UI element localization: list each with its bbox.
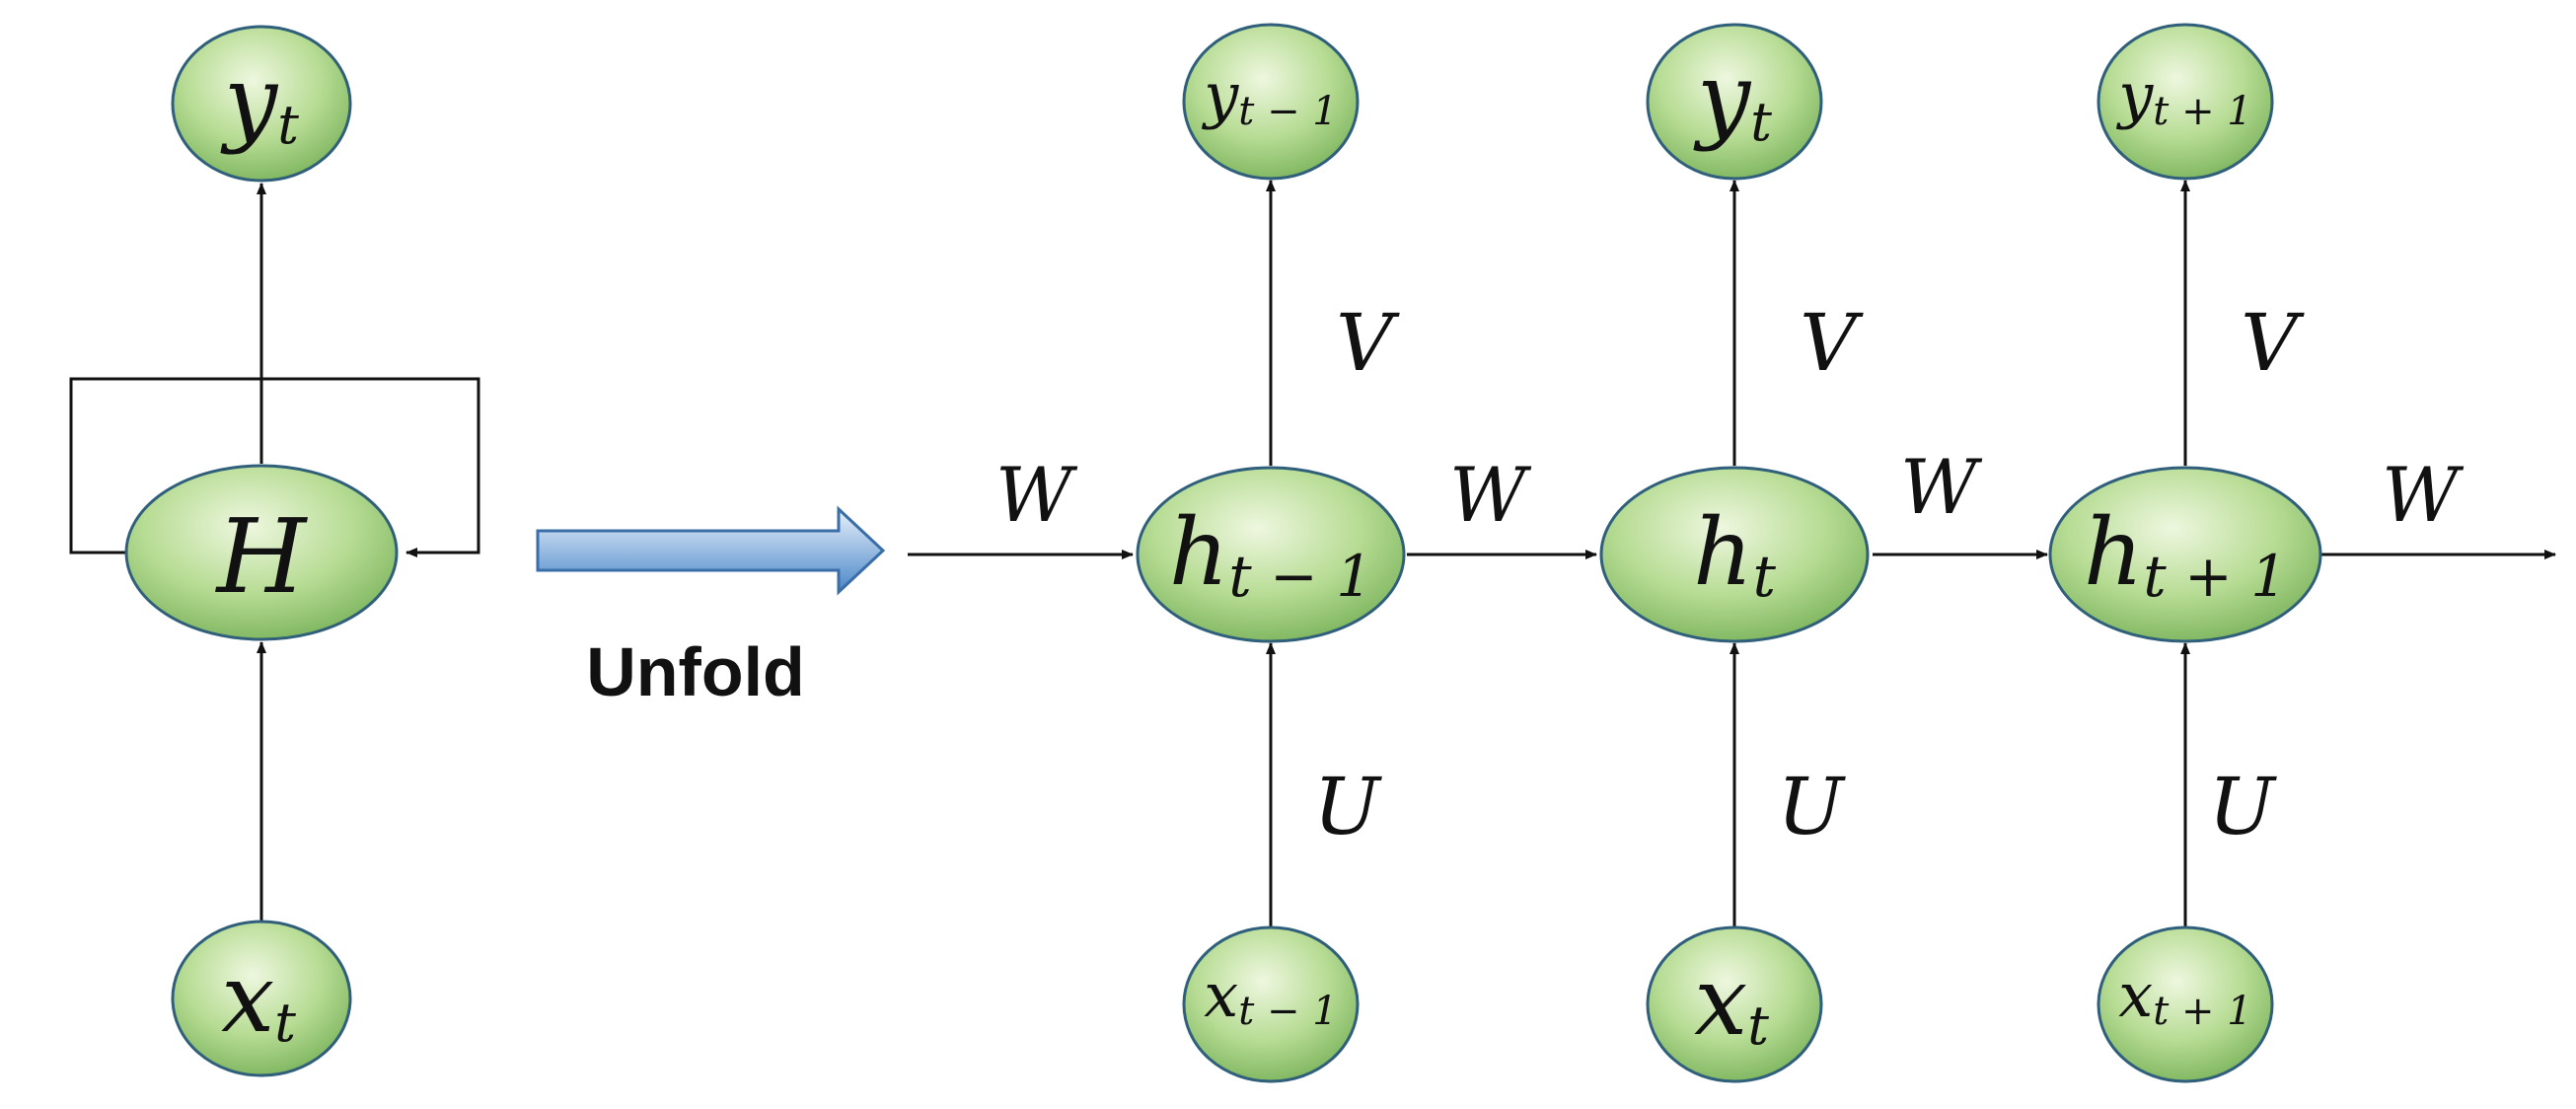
folded-input-subscript: t (274, 992, 296, 1054)
hidden-node-t: ht (1599, 466, 1870, 643)
weight-u-label-t-minus-1: U (1313, 761, 1382, 852)
folded-recurrent-loop-edge (69, 377, 480, 557)
input-subscript-t: t (1747, 995, 1769, 1057)
weight-w-label-2: W (1900, 443, 1983, 531)
unfold-arrow-shape (536, 505, 886, 596)
output-node-t: yt (1646, 23, 1823, 181)
input-label-t: x (1694, 946, 1747, 1057)
folded-output-label: y (220, 45, 279, 156)
weight-w-label-1: W (1449, 451, 1532, 539)
hidden-node-t-plus-1: ht + 1 (2048, 466, 2322, 643)
input-node-t: xt (1646, 925, 1823, 1083)
weight-w-label-3: W (2382, 451, 2465, 539)
folded-hidden-node: H (124, 464, 399, 641)
input-node-t-plus-1: xt + 1 (2097, 925, 2274, 1083)
output-subscript-t-plus-1: t + 1 (2153, 89, 2251, 134)
svg-text:xt − 1: xt − 1 (1204, 959, 1337, 1034)
input-subscript-t-minus-1: t − 1 (1238, 989, 1337, 1034)
svg-text:xt: xt (1694, 946, 1769, 1057)
timestep-t-plus-1: V U yt + 1 ht + 1 xt + 1 (2048, 23, 2322, 1083)
svg-text:ht + 1: ht + 1 (2084, 499, 2287, 610)
folded-input-label: x (221, 943, 274, 1054)
svg-text:yt + 1: yt + 1 (2115, 59, 2252, 134)
svg-text:ht − 1: ht − 1 (1169, 499, 1372, 610)
weight-v-label-t-minus-1: V (1336, 297, 1400, 389)
weight-u-label-t-plus-1: U (2208, 761, 2277, 852)
input-subscript-t-plus-1: t + 1 (2153, 989, 2251, 1034)
output-node-t-plus-1: yt + 1 (2097, 23, 2274, 181)
folded-rnn: yt H xt (69, 25, 480, 1077)
weight-u-label-t: U (1777, 761, 1846, 852)
svg-text:yt: yt (220, 45, 299, 156)
svg-text:yt − 1: yt − 1 (1201, 59, 1338, 134)
svg-text:yt: yt (1693, 42, 1772, 153)
output-label-t-plus-1: y (2115, 59, 2154, 131)
svg-text:ht: ht (1693, 499, 1777, 610)
svg-text:H: H (215, 496, 309, 617)
hidden-label-t-minus-1: h (1169, 499, 1229, 607)
hidden-subscript-t-minus-1: t − 1 (1228, 543, 1372, 610)
output-subscript-t: t (1750, 91, 1772, 153)
unfolded-rnn: W W W W V U yt − 1 ht − 1 (908, 23, 2556, 1083)
hidden-label-t-plus-1: h (2084, 499, 2144, 607)
weight-v-label-t: V (1800, 297, 1864, 389)
weight-v-label-t-plus-1: V (2241, 297, 2305, 389)
folded-output-node: yt (171, 25, 352, 183)
folded-input-node: xt (171, 920, 352, 1077)
unfold-arrow: Unfold (536, 505, 886, 710)
svg-text:xt: xt (221, 943, 296, 1054)
unfold-label: Unfold (586, 633, 805, 710)
weight-w-label-0: W (995, 451, 1078, 539)
input-label-t-minus-1: x (1204, 959, 1238, 1031)
folded-output-subscript: t (277, 94, 299, 156)
output-label-t-minus-1: y (1201, 59, 1239, 131)
input-node-t-minus-1: xt − 1 (1182, 925, 1360, 1083)
timestep-t: V U yt ht xt (1599, 23, 1870, 1083)
input-label-t-plus-1: x (2118, 959, 2153, 1031)
timestep-t-minus-1: V U yt − 1 ht − 1 xt − 1 (1136, 23, 1406, 1083)
output-node-t-minus-1: yt − 1 (1182, 23, 1360, 181)
output-label-t: y (1693, 42, 1752, 153)
hidden-subscript-t-plus-1: t + 1 (2143, 543, 2287, 610)
hidden-label-t: h (1693, 499, 1753, 607)
hidden-subscript-t: t (1753, 543, 1777, 610)
folded-hidden-label: H (215, 496, 309, 617)
svg-text:xt + 1: xt + 1 (2118, 959, 2251, 1034)
hidden-node-t-minus-1: ht − 1 (1136, 466, 1406, 643)
output-subscript-t-minus-1: t − 1 (1238, 89, 1337, 134)
